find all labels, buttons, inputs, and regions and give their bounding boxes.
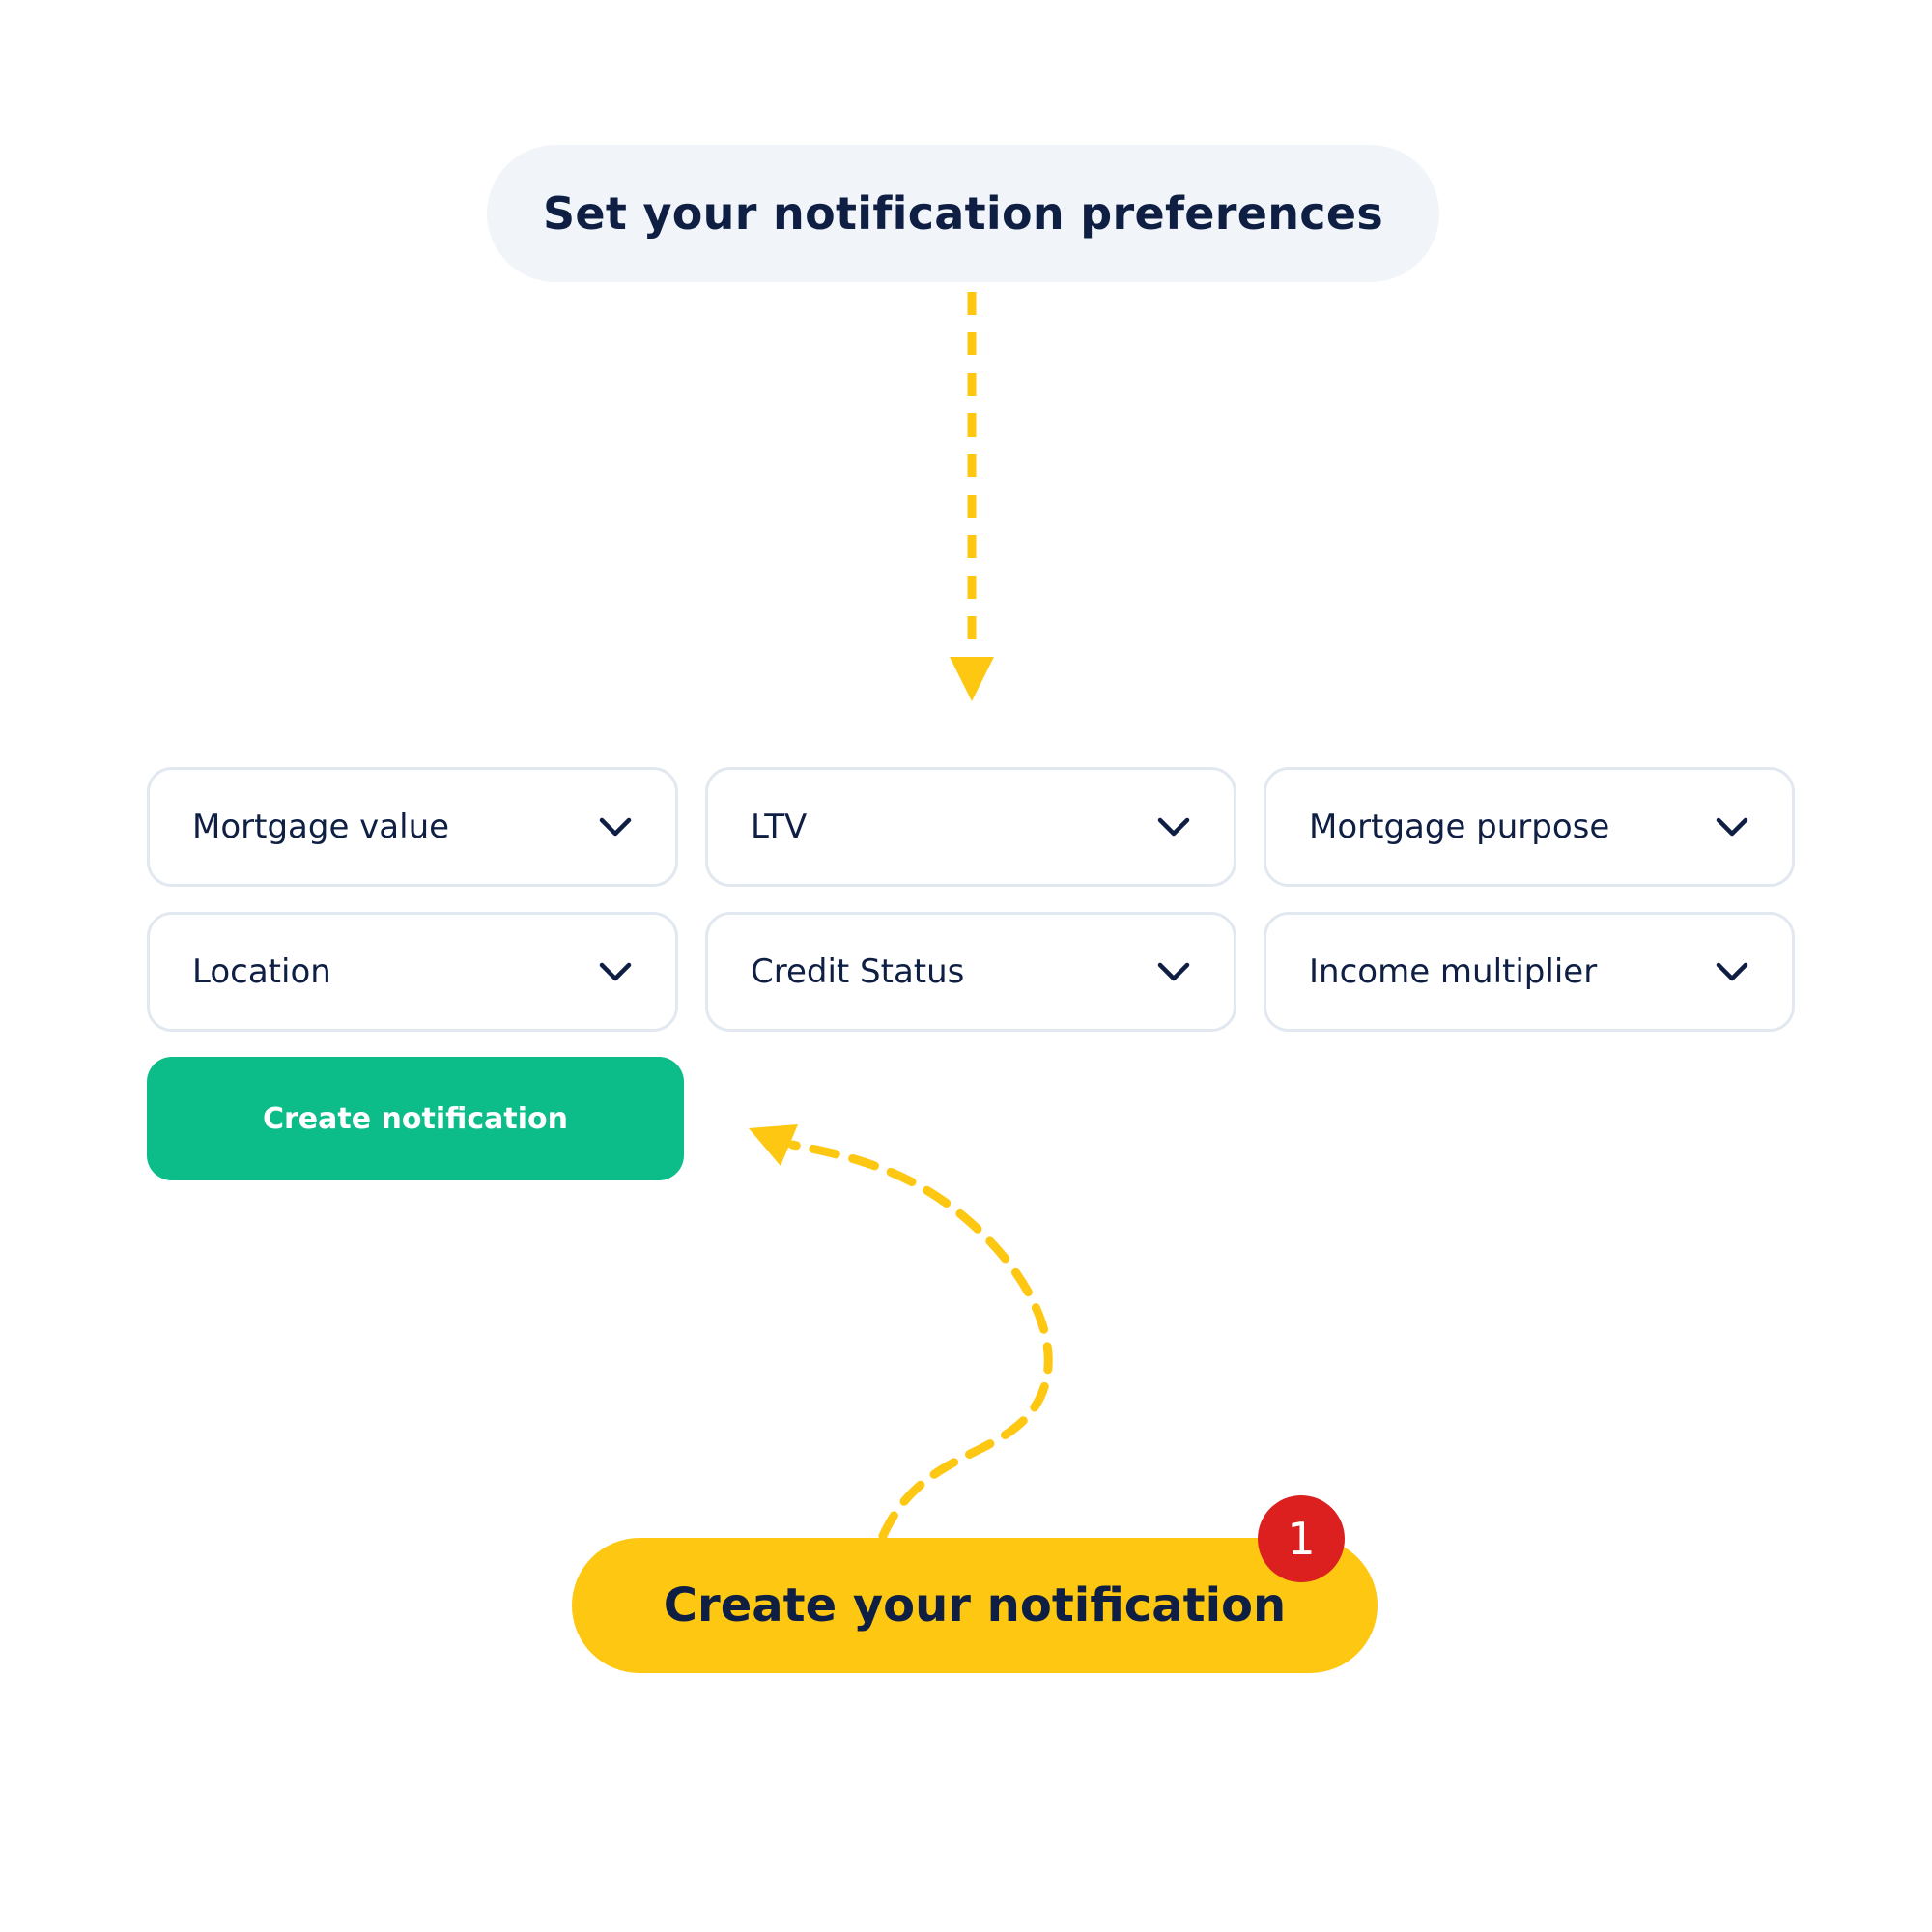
chevron-down-icon	[1154, 952, 1193, 991]
dropdown-label: Location	[192, 952, 331, 991]
chevron-down-icon	[1154, 808, 1193, 846]
income-multiplier-dropdown[interactable]: Income multiplier	[1264, 912, 1795, 1032]
curved-arrow-line	[787, 1140, 1053, 1541]
preferences-title: Set your notification preferences	[487, 145, 1439, 282]
dropdown-label: Income multiplier	[1309, 952, 1598, 991]
dropdown-label: Credit Status	[751, 952, 965, 991]
chevron-down-icon	[1713, 952, 1751, 991]
chevron-down-icon	[1713, 808, 1751, 846]
create-your-notification-step[interactable]: Create your notification	[572, 1538, 1378, 1673]
chevron-down-icon	[596, 808, 635, 846]
mortgage-purpose-dropdown[interactable]: Mortgage purpose	[1264, 767, 1795, 887]
chevron-down-icon	[596, 952, 635, 991]
mortgage-value-dropdown[interactable]: Mortgage value	[147, 767, 678, 887]
down-arrowhead-icon	[950, 657, 994, 701]
create-notification-button[interactable]: Create notification	[147, 1057, 684, 1180]
credit-status-dropdown[interactable]: Credit Status	[705, 912, 1236, 1032]
location-dropdown[interactable]: Location	[147, 912, 678, 1032]
dropdown-label: LTV	[751, 808, 808, 846]
curved-arrowhead-icon	[749, 1124, 798, 1166]
dropdown-label: Mortgage purpose	[1309, 808, 1610, 846]
ltv-dropdown[interactable]: LTV	[705, 767, 1236, 887]
step-number-badge: 1	[1258, 1495, 1345, 1582]
dropdown-label: Mortgage value	[192, 808, 450, 846]
